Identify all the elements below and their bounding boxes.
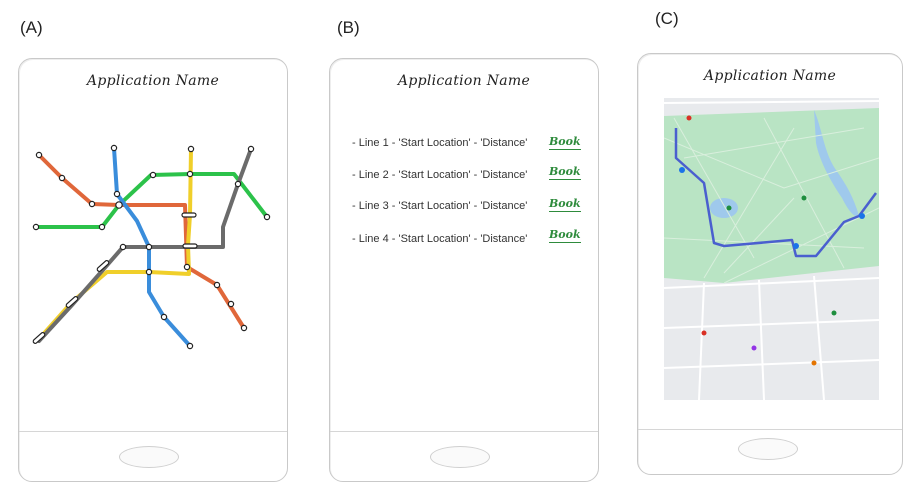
panel-label-b: (B) xyxy=(337,18,360,37)
street-map-graphic xyxy=(664,98,879,400)
home-button-b[interactable] xyxy=(430,446,490,468)
street-map[interactable] xyxy=(664,98,879,400)
phone-mockup-c: Application Name xyxy=(637,53,903,475)
book-button-line-2[interactable]: Book xyxy=(549,165,581,180)
home-button-a[interactable] xyxy=(119,446,179,468)
metro-map xyxy=(32,144,271,350)
phone-mockup-a: Application Name xyxy=(18,58,288,482)
home-button-c[interactable] xyxy=(738,438,798,460)
metro-line-gray xyxy=(37,147,253,343)
panel-label-c: (C) xyxy=(655,9,679,28)
phone-divider-c xyxy=(638,429,902,430)
book-button-line-4[interactable]: Book xyxy=(549,228,581,243)
phone-divider-a xyxy=(19,431,287,432)
phone-mockup-b: Application Name - Line 1 - 'Start Locat… xyxy=(329,58,599,482)
app-title-b: Application Name xyxy=(397,73,531,89)
metro-stations xyxy=(32,144,271,350)
book-button-line-1[interactable]: Book xyxy=(549,135,581,150)
list-item-line-3: - Line 3 - 'Start Location' - 'Distance' xyxy=(352,200,528,212)
route-line xyxy=(674,128,878,258)
list-item-line-4: - Line 4 - 'Start Location' - 'Distance' xyxy=(352,233,528,245)
book-button-line-3[interactable]: Book xyxy=(549,197,581,212)
phone-divider-b xyxy=(330,431,598,432)
map-pins xyxy=(679,115,865,366)
panel-label-a: (A) xyxy=(20,18,43,37)
pond xyxy=(710,198,738,218)
lake xyxy=(814,110,859,217)
list-item-line-2: - Line 2 - 'Start Location' - 'Distance' xyxy=(352,169,528,181)
list-item-line-1: - Line 1 - 'Start Location' - 'Distance' xyxy=(352,137,528,149)
app-title-a: Application Name xyxy=(86,73,220,89)
app-title-c: Application Name xyxy=(703,68,837,84)
metro-line-orange xyxy=(37,153,246,330)
